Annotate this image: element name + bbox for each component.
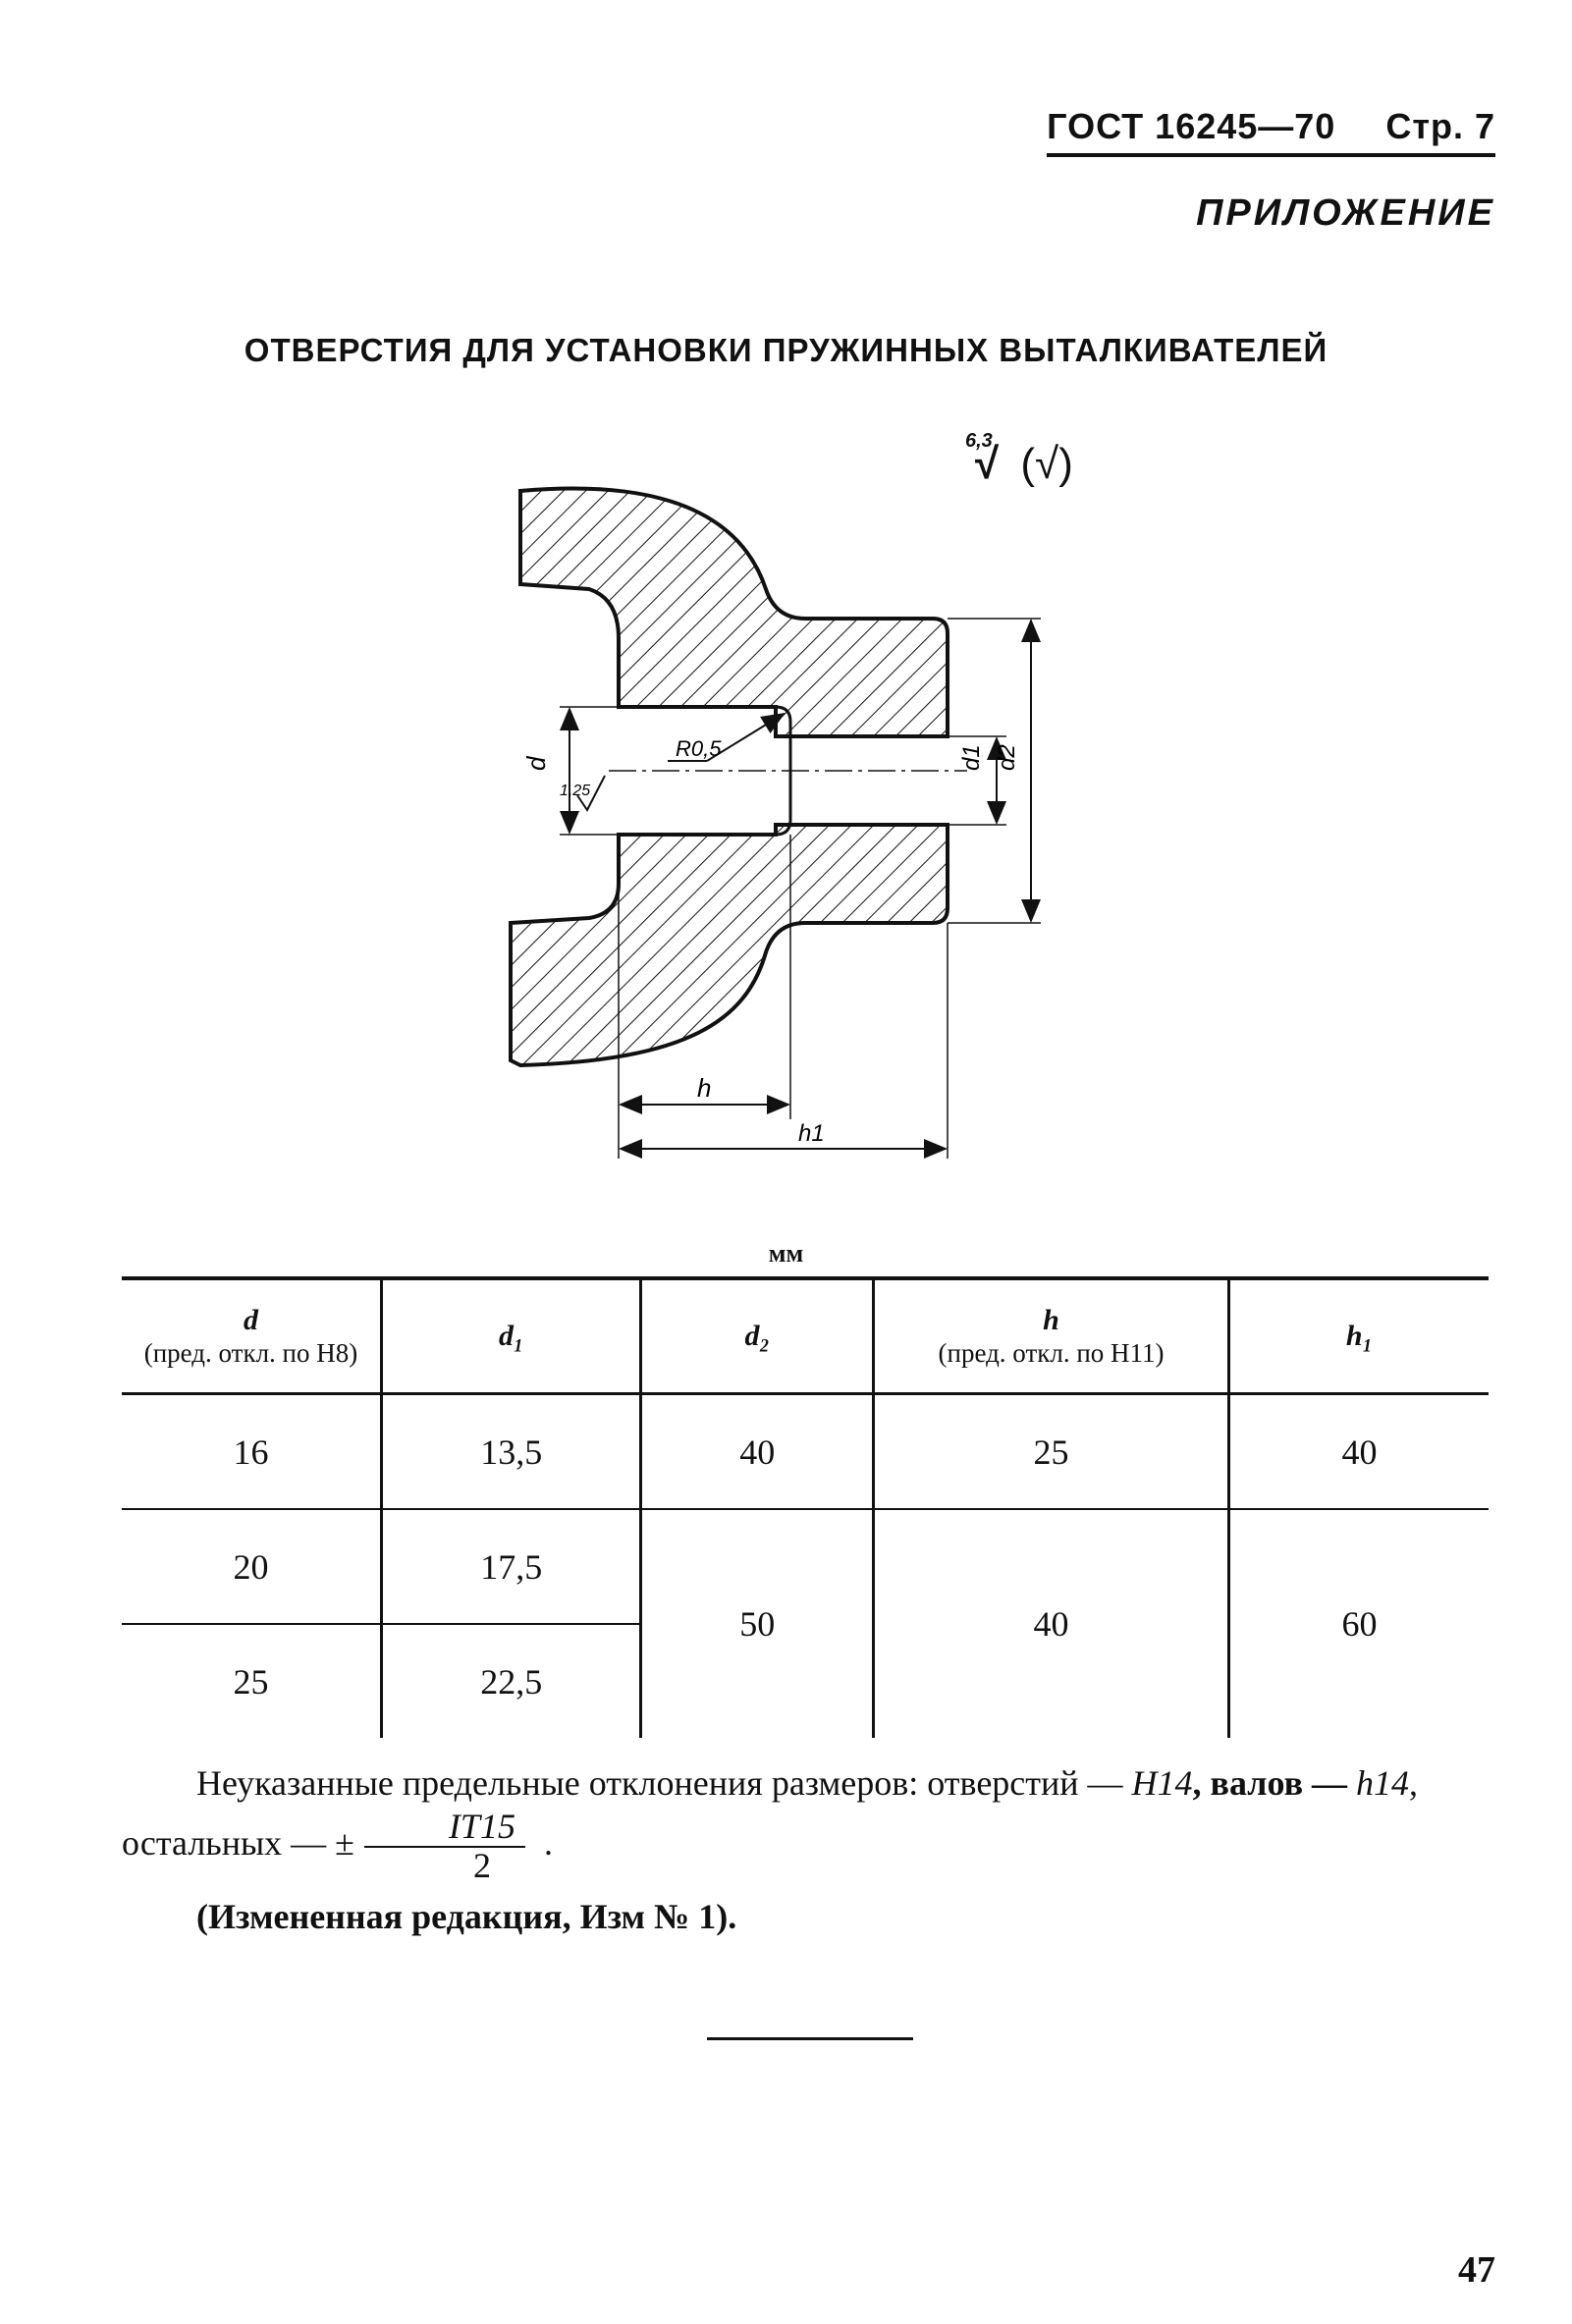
page-header: ГОСТ 16245—70 Стр. 7 bbox=[1047, 106, 1495, 157]
cell-d: 20 bbox=[122, 1509, 382, 1625]
label-radius: R0,5 bbox=[676, 736, 722, 761]
lower-section bbox=[509, 823, 949, 1068]
header-h1: h₁ bbox=[1226, 1276, 1489, 1395]
technical-drawing: R0,5 1,25 d d1 d2 h h1 bbox=[509, 486, 1041, 1159]
label-h: h bbox=[697, 1073, 711, 1103]
annex-label: ПРИЛОЖЕНИЕ bbox=[1196, 192, 1495, 234]
radius-leader bbox=[706, 712, 786, 762]
page-label: Стр. 7 bbox=[1385, 106, 1495, 146]
cell-d2-merged: 50 bbox=[639, 1509, 874, 1738]
table-row: 25 22,5 bbox=[122, 1624, 1489, 1738]
section-title: ОТВЕРСТИЯ ДЛЯ УСТАНОВКИ ПРУЖИННЫХ ВЫТАЛК… bbox=[244, 332, 1328, 368]
general-roughness-symbol: 6,3 √ (√) bbox=[965, 430, 1073, 489]
label-d1: d1 bbox=[958, 744, 985, 771]
header-d2: d₂ bbox=[639, 1276, 874, 1395]
header-d1: d₁ bbox=[379, 1276, 641, 1395]
note-paragraph: Неуказанные предельные отклонения размер… bbox=[122, 1763, 1419, 1885]
cell-d1: 22,5 bbox=[379, 1624, 641, 1738]
label-d2: d2 bbox=[994, 744, 1020, 771]
bore-roughness-icon bbox=[576, 775, 606, 812]
cell-d2: 40 bbox=[639, 1393, 874, 1510]
cell-d1: 13,5 bbox=[379, 1393, 641, 1510]
header-d: d(пред. откл. по H8) bbox=[122, 1276, 382, 1395]
table-row: 16 13,5 40 25 40 bbox=[122, 1393, 1489, 1510]
label-d: d bbox=[521, 755, 551, 771]
header-h: h(пред. откл. по H11) bbox=[872, 1276, 1229, 1395]
end-rule bbox=[707, 2037, 913, 2040]
cell-h1: 40 bbox=[1226, 1393, 1489, 1510]
upper-section bbox=[518, 486, 949, 738]
table-row: 20 17,5 50 40 60 bbox=[122, 1509, 1489, 1738]
label-h1: h1 bbox=[798, 1120, 825, 1147]
cell-h-merged: 40 bbox=[872, 1509, 1229, 1738]
page-number: 47 bbox=[1458, 2249, 1495, 2291]
units-label: мм bbox=[768, 1239, 804, 1268]
roughness-paren: (√) bbox=[1020, 440, 1073, 488]
cell-h: 25 bbox=[872, 1393, 1229, 1510]
standard-number: ГОСТ 16245—70 bbox=[1047, 106, 1336, 146]
cell-d1: 17,5 bbox=[379, 1509, 641, 1625]
cell-d: 25 bbox=[233, 1661, 269, 1702]
roughness-check-icon: √ bbox=[975, 440, 1000, 488]
label-roughness-bore: 1,25 bbox=[560, 783, 590, 799]
bore-small bbox=[790, 734, 948, 827]
cell-h1-merged: 60 bbox=[1226, 1509, 1489, 1738]
cell-d: 16 bbox=[122, 1393, 382, 1510]
roughness-value: 6,3 bbox=[965, 430, 993, 452]
revision-note: (Измененная редакция, Изм № 1). bbox=[196, 1896, 737, 1936]
dimensions-table: d(пред. откл. по H8) d₁ d₂ h(пред. откл.… bbox=[122, 1276, 1489, 1738]
tolerance-note: Неуказанные предельные отклонения размер… bbox=[122, 1757, 1496, 1942]
